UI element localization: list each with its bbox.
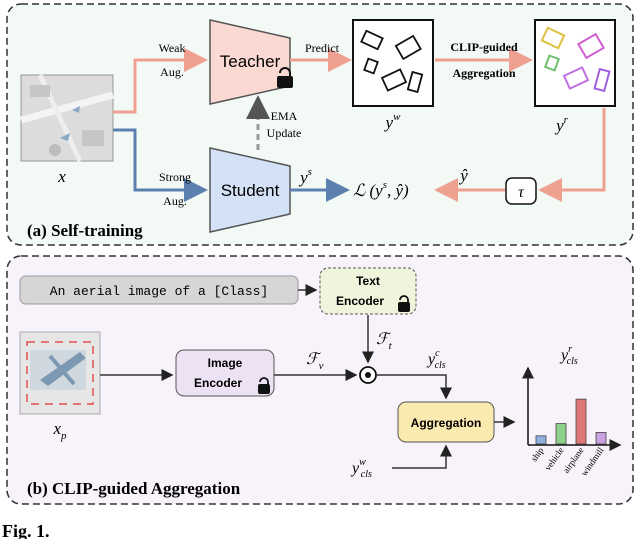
weak-aug-label: Weak bbox=[158, 41, 185, 55]
yw-label: yw bbox=[384, 111, 402, 132]
bar-vehicle bbox=[555, 423, 567, 445]
image-encoder-label: Image bbox=[208, 356, 243, 370]
panel-b-title: (b) CLIP-guided Aggregation bbox=[27, 479, 241, 498]
panel-a-frame bbox=[6, 3, 634, 246]
bar-airplane bbox=[575, 398, 587, 445]
weak-prediction-arrow bbox=[392, 444, 452, 469]
input-image-x bbox=[20, 73, 114, 163]
aggregation-label-b: Aggregation bbox=[411, 416, 482, 430]
refined-box-yr bbox=[534, 19, 616, 107]
teacher-label: Teacher bbox=[220, 52, 281, 71]
panel-a-title: (a) Self-training bbox=[27, 221, 143, 240]
student-block bbox=[209, 147, 291, 233]
input-label-x: x bbox=[57, 167, 66, 186]
similarity-product-icon bbox=[359, 366, 377, 384]
threshold-tau-box bbox=[505, 177, 537, 205]
image-encoder-lock-icon bbox=[258, 377, 270, 394]
figure-caption: Fig. 1. bbox=[2, 521, 50, 539]
similarity-to-aggregation-arrow bbox=[376, 374, 452, 400]
text-encoder-lock-icon bbox=[398, 295, 410, 312]
strong-aug-label-2: Aug. bbox=[163, 194, 187, 208]
prediction-box-yw bbox=[352, 19, 434, 107]
patch-image-xp bbox=[19, 331, 101, 415]
fv-label: ℱv bbox=[306, 351, 324, 372]
clip-guided-label: CLIP-guided bbox=[450, 40, 518, 54]
ema-label: EMA bbox=[271, 109, 298, 123]
strong-aug-label: Strong bbox=[159, 170, 191, 184]
yr-label: yr bbox=[554, 114, 569, 135]
text-encoder-label: Text bbox=[356, 274, 380, 288]
bar-ship bbox=[535, 435, 547, 445]
image-encoder-label-2: Encoder bbox=[194, 376, 242, 390]
text-prompt: An aerial image of a [Class] bbox=[50, 284, 268, 299]
ys-label: ys bbox=[298, 166, 312, 187]
ema-label-2: Update bbox=[267, 126, 302, 140]
tau-label: τ bbox=[518, 184, 525, 201]
text-encoder-label-2: Encoder bbox=[336, 294, 384, 308]
to-tau-arrow bbox=[538, 108, 606, 202]
predict-label: Predict bbox=[305, 41, 340, 55]
xp-label: xp bbox=[52, 419, 67, 442]
yhat-label: ŷ bbox=[458, 166, 468, 185]
text-encoder-block bbox=[319, 267, 417, 315]
student-label: Student bbox=[221, 181, 280, 200]
weak-aug-arrow bbox=[113, 48, 208, 114]
loss-formula: ℒ (ys, ŷ) bbox=[353, 179, 409, 200]
bar-windmill bbox=[595, 432, 607, 445]
weak-aug-label-2: Aug. bbox=[160, 65, 184, 79]
image-encoder-block bbox=[175, 349, 275, 397]
teacher-lock-icon bbox=[277, 67, 293, 88]
strong-aug-arrow bbox=[113, 128, 208, 202]
ft-label: ℱt bbox=[376, 331, 393, 352]
aggregation-label-a: Aggregation bbox=[452, 66, 515, 80]
